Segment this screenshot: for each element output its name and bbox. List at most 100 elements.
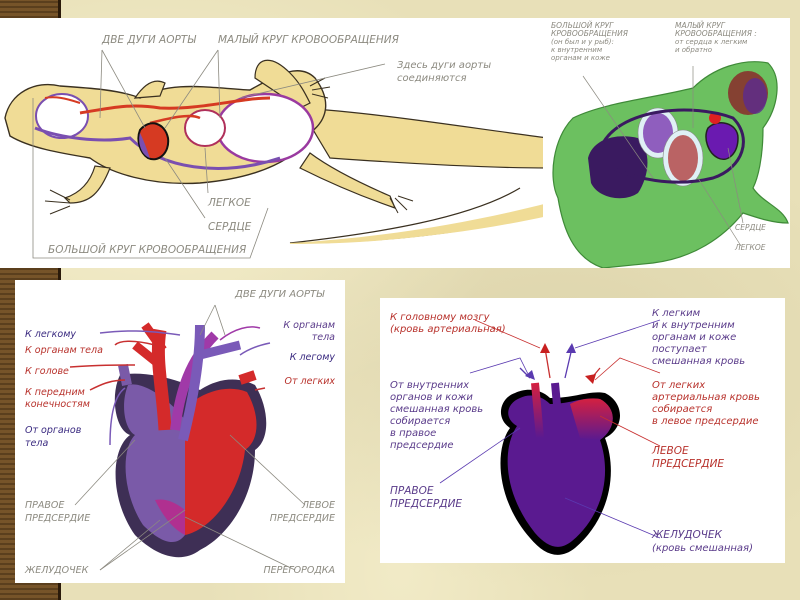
arrowhead-to-lungs [566,343,576,353]
label-from-organs-5: в правое [390,428,436,439]
amphibian-arterial-trunk [531,382,544,439]
label-to-body-organs-right-1: К органам [283,320,335,331]
label-left-atrium-2: ПРЕДСЕРДИЕ [270,513,335,524]
reptile-left-atrium [185,388,257,535]
arrow-to-lung-right [239,342,271,356]
reptile-flow-arrows [69,326,271,446]
label-to-body-organs-left: К органам тела [25,345,103,356]
label-to-forelimbs-1: К передним [25,387,85,398]
label-lung: ЛЕГКОЕ [207,197,251,209]
lizard-tail [298,107,548,169]
pulmonary-vessel [149,114,201,125]
lizard-fore-leg-upper [133,80,166,99]
frog-label-systemic-4: к внутренним [551,46,603,54]
label-from-body-2: тела [25,438,48,449]
label-to-brain-2: (кровь артериальная) [390,324,506,335]
label-from-lungs-2: артериальная кровь [652,392,760,403]
reptile-heart-panel: ДВЕ ДУГИ АОРТЫ К легкому К органам тела … [15,280,345,583]
lizard-hind-leg-upper [254,59,311,109]
arrowhead-from-lungs [585,374,596,384]
label-to-lungs-4: поступает [652,344,708,355]
frog-label-systemic-1: БОЛЬШОЙ КРУГ [551,21,614,30]
frog-circulation-panel: БОЛЬШОЙ КРУГ КРОВООБРАЩЕНИЯ (он был и у … [543,18,790,268]
arrow-to-body-right [219,326,261,341]
arrow-to-forelimbs [89,379,126,391]
arrow-to-lung-left [99,330,181,336]
label-right-atrium-1: ПРАВОЕ [390,485,434,497]
label-from-organs-3: смешанная кровь [390,404,483,415]
lizard-heart-venous-side [139,133,150,158]
arrow-to-head [69,364,136,368]
label-from-lungs-4: в левое предсердие [652,416,758,427]
reptile-heart-diagram: ДВЕ ДУГИ АОРТЫ К легкому К органам тела … [24,289,336,576]
label-to-head: К голове [25,366,69,377]
amphibian-leader-lines [439,319,661,539]
systemic-artery [79,96,271,115]
reptile-ventricle-mixed [155,499,185,535]
arrow-from-lungs [254,387,266,391]
lizard-diagram: ДВЕ ДУГИ АОРТЫ МАЛЫЙ КРУГ КРОВООБРАЩЕНИЯ… [4,33,548,259]
frog-vessel-loop [601,108,745,184]
label-from-lungs-1: От легких [652,380,705,391]
frog-heart [705,122,739,160]
label-from-organs-4: собирается [390,415,450,427]
arrowhead-to-brain [540,343,550,353]
lung-capillaries [184,109,226,147]
arrow-from-body [109,387,126,446]
systemic-vein [34,126,281,170]
label-to-lungs-5: смешанная кровь [652,356,745,367]
frog-skin-capillaries [588,136,648,199]
label-from-organs-6: предсердие [390,440,454,451]
label-right-atrium-2: ПРЕДСЕРДИЕ [25,513,90,524]
frog-label-pulmonary-4: и обратно [675,46,712,54]
reptile-left-aortic-arch [170,331,219,431]
frog-head-veins [743,78,767,114]
frog-lung-right-vessels [668,135,698,181]
label-right-atrium-1: ПРАВОЕ [25,500,64,511]
frog-label-lung: ЛЕГКОЕ [734,243,766,252]
label-to-lungs-1: К легким [652,308,701,319]
label-from-organs-2: органов и кожи [390,392,473,403]
lizard-fore-leg-lower [63,165,111,204]
label-to-lung-right: К легому [290,352,336,363]
label-to-brain-1: К головному мозгу [390,312,491,323]
label-ventricle: ЖЕЛУДОЧЕК [24,565,90,576]
label-heart: СЕРДЦЕ [208,221,252,233]
amphibian-heart-panel: К головному мозгу (кровь артериальная) К… [380,298,785,563]
frog-label-pulmonary-2: КРОВООБРАЩЕНИЯ : [675,29,757,38]
head-artery [44,96,81,104]
frog-leader-lines [582,66,744,247]
amphibian-flow-arrows [519,343,601,384]
label-from-lungs-3: собирается [652,403,712,415]
label-two-aortic-arches: ДВЕ ДУГИ АОРТЫ [101,34,196,46]
frog-label-systemic-3: (он был и у рыб): [551,38,614,46]
label-to-forelimbs-2: конечностям [25,399,90,410]
label-ventricle-2: (кровь смешанная) [652,543,753,554]
reptile-pulmonary-vein [238,370,257,385]
label-from-organs-1: От внутренних [390,380,469,391]
label-ventricle-1: ЖЕЛУДОЧЕК [651,529,723,541]
frog-diagram: БОЛЬШОЙ КРУГ КРОВООБРАЩЕНИЯ (он был и у … [551,21,789,268]
reptile-vena-cava [118,364,132,386]
label-to-lungs-2: и к внутренним [652,320,735,331]
lizard-claws [44,77,414,215]
label-left-atrium-1: ЛЕВОЕ [301,500,335,511]
lizard-leader-lines [32,49,386,259]
amphibian-heart-diagram: К головному мозгу (кровь артериальная) К… [390,308,760,555]
label-arches-join-1: Здесь дуги аорты [397,60,491,71]
frog-label-pulmonary-3: от сердца к легким [675,38,748,46]
label-from-body-1: От органов [25,425,82,436]
label-right-atrium-2: ПРЕДСЕРДИЕ [390,498,462,510]
label-systemic-circulation: БОЛЬШОЙ КРУГ КРОВООБРАЩЕНИЯ [48,243,247,256]
lizard-tail-tip-fill [290,203,548,244]
frog-label-heart: СЕРДЦЕ [735,223,766,232]
body-capillaries [215,92,315,164]
label-left-atrium-2: ПРЕДСЕРДИЕ [652,458,724,470]
label-to-lungs-3: органам и коже [652,332,736,343]
frog-lung-left-vessels [643,113,673,153]
amphibian-left-atrium [570,398,613,440]
slide-border-top-left [0,0,61,18]
reptile-leader-lines [74,304,306,571]
reptile-carotid-branches [132,322,167,369]
arrow-to-body-left [114,340,156,346]
